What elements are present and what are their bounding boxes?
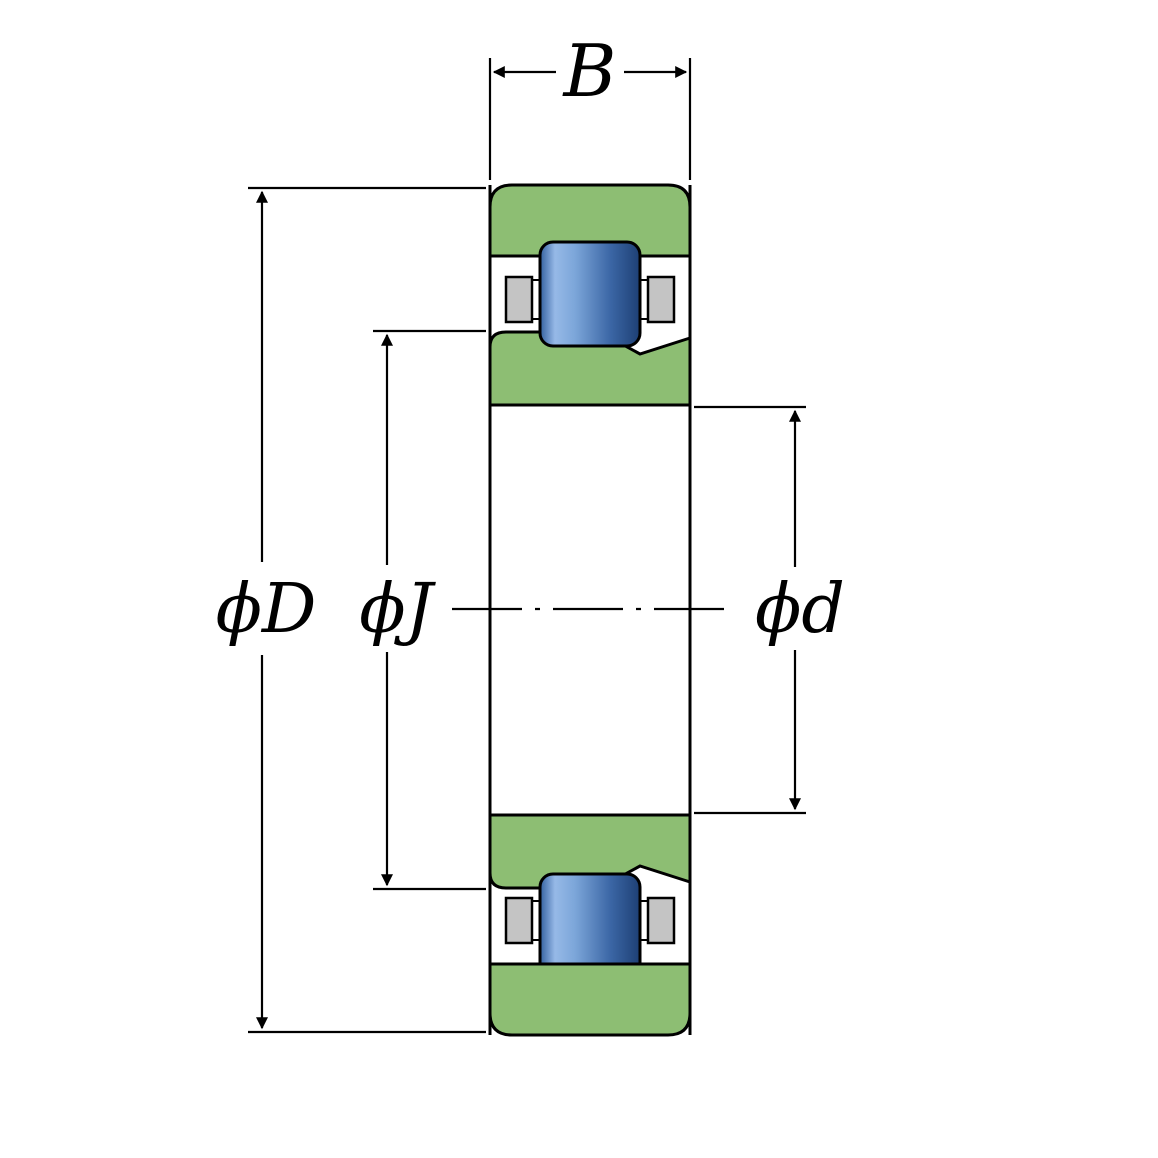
outer-diameter-label: ϕD — [216, 570, 317, 649]
dimension-phi-D: ϕD — [216, 186, 486, 1034]
cage-bottom-left — [504, 896, 534, 945]
cage-top-right — [646, 275, 676, 324]
inner-ring-bottom-section — [488, 813, 692, 890]
outer-ring-bottom-section — [488, 962, 692, 1037]
roller-bottom — [538, 872, 642, 980]
width-dimension-label: B — [562, 29, 617, 113]
dimension-B: B — [488, 29, 692, 180]
bore-diameter-label: ϕd — [755, 570, 845, 649]
raceway-diameter-label: ϕJ — [359, 570, 436, 649]
dimension-phi-d: ϕd — [694, 405, 845, 815]
cage-top-left — [504, 275, 534, 324]
inner-ring-top-section — [488, 330, 692, 407]
cage-bottom-right — [646, 896, 676, 945]
roller-top — [538, 240, 642, 348]
dimension-phi-J: ϕJ — [359, 329, 486, 891]
bearing-body — [488, 183, 692, 1037]
outer-ring-top-section — [488, 183, 692, 258]
